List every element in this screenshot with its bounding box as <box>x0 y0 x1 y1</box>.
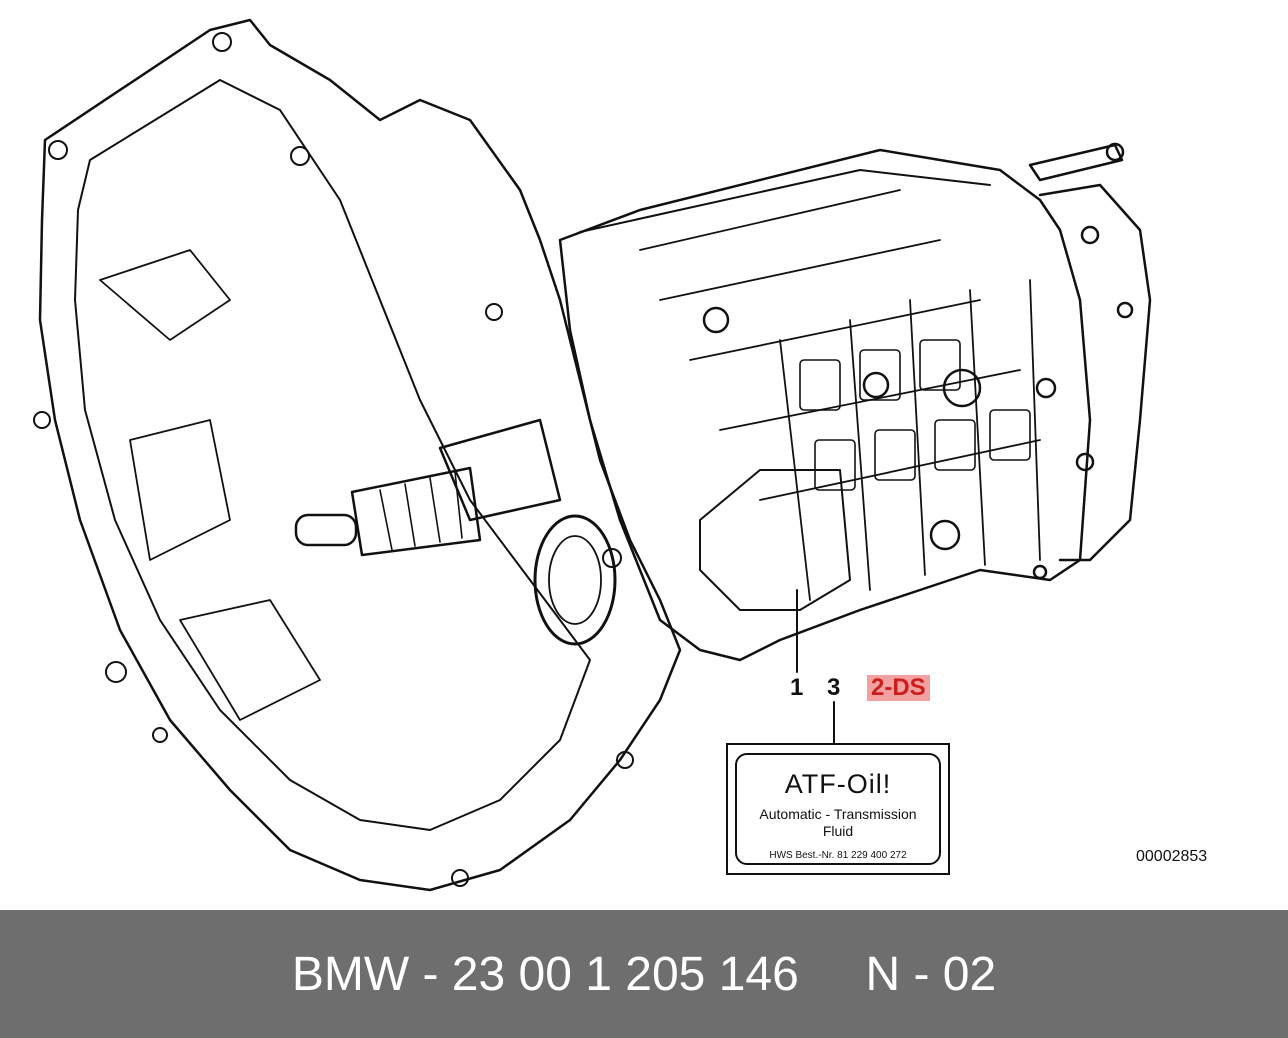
rear-extension <box>1028 142 1152 580</box>
footer-part-number: BMW - 23 00 1 205 146 N - 02 <box>291 947 997 1001</box>
atf-oil-label: ATF-Oil! Automatic - Transmission Fluid … <box>726 743 950 875</box>
label-description-line2: Fluid <box>822 823 854 839</box>
label-title: ATF-Oil! <box>784 769 892 799</box>
callout-label-highlighted: 2-DS <box>867 675 930 701</box>
transmission-drawing <box>33 18 1152 892</box>
bolt-holes <box>33 32 634 887</box>
label-part-number: HWS Best.-Nr. 81 229 400 272 <box>769 850 907 861</box>
callout-label-1: 1 <box>790 674 804 701</box>
atf-oil-label-inner: ATF-Oil! Automatic - Transmission Fluid … <box>735 753 941 865</box>
gearbox-case <box>558 148 1092 662</box>
footer-bar: BMW - 23 00 1 205 146 N - 02 <box>0 910 1288 1038</box>
input-shaft <box>294 418 562 557</box>
callout-label-3: 3 <box>827 674 841 701</box>
label-description-line1: Automatic - Transmission <box>759 806 917 822</box>
diagram-reference-number: 00002853 <box>1136 848 1208 865</box>
bell-housing <box>38 18 682 892</box>
